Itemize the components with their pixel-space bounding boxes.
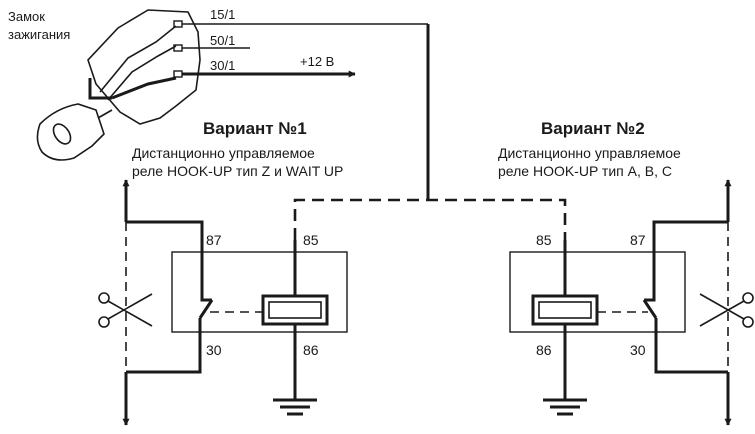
ignition-label-line1: Замок [8, 9, 45, 24]
relay-1-coil [261, 294, 329, 326]
variant1-desc-line2: реле HOOK-UP тип Z и WAIT UP [132, 163, 343, 179]
ignition-switch [36, 9, 201, 161]
terminal-15-label: 15/1 [210, 7, 235, 22]
key-hole-icon [52, 123, 72, 145]
relay-2-pin-87: 87 [630, 232, 646, 248]
scissors-icon [98, 292, 153, 328]
relay-2-housing [509, 251, 686, 333]
relay-2-coil [531, 294, 599, 326]
relay-2-pin-30: 30 [630, 342, 646, 358]
relay-1-switch-arm [198, 299, 214, 319]
ignition-inner-line-2 [107, 45, 177, 101]
relay-1-pin-85: 85 [303, 232, 319, 248]
key-icon [36, 103, 105, 161]
variant1-title: Вариант №1 [203, 119, 307, 138]
variant2-desc-line2: реле HOOK-UP тип A, B, C [498, 163, 672, 179]
relay-2 [509, 179, 732, 426]
relay-1-pin-87: 87 [206, 232, 222, 248]
ignition-switch-body [87, 9, 201, 125]
key-blade [97, 109, 113, 119]
relay-2-pin-86: 86 [536, 342, 552, 358]
terminal-connector-30 [173, 70, 183, 78]
supply-label: +12 В [300, 54, 334, 69]
relay-1-pin-86: 86 [303, 342, 319, 358]
relay-1-housing [171, 251, 348, 333]
terminal-30-label: 30/1 [210, 58, 235, 73]
relay-2-wire-30 [654, 318, 728, 374]
relay-2-coil-inner [538, 301, 592, 319]
ignition-lever [88, 78, 112, 100]
dashed-control-line [293, 198, 567, 240]
relay-1-wire-30 [126, 318, 202, 374]
relay-1-wire-87 [126, 220, 212, 302]
relay-1 [122, 179, 348, 426]
ignition-inner-line-1 [99, 25, 177, 93]
relay-2-switch-arm [642, 299, 658, 319]
variant2-title: Вариант №2 [541, 119, 645, 138]
relay-2-wire-87 [644, 220, 728, 302]
scissors-icon [699, 292, 754, 328]
relay-1-pin-30: 30 [206, 342, 222, 358]
variant1-desc-line1: Дистанционно управляемое [132, 145, 315, 161]
relay-2-pin-85: 85 [536, 232, 552, 248]
ignition-label-line2: зажигания [8, 27, 70, 42]
terminal-50-label: 50/1 [210, 33, 235, 48]
variant2-desc-line1: Дистанционно управляемое [498, 145, 681, 161]
relay-1-coil-inner [268, 301, 322, 319]
ignition-contact-30 [111, 76, 177, 100]
